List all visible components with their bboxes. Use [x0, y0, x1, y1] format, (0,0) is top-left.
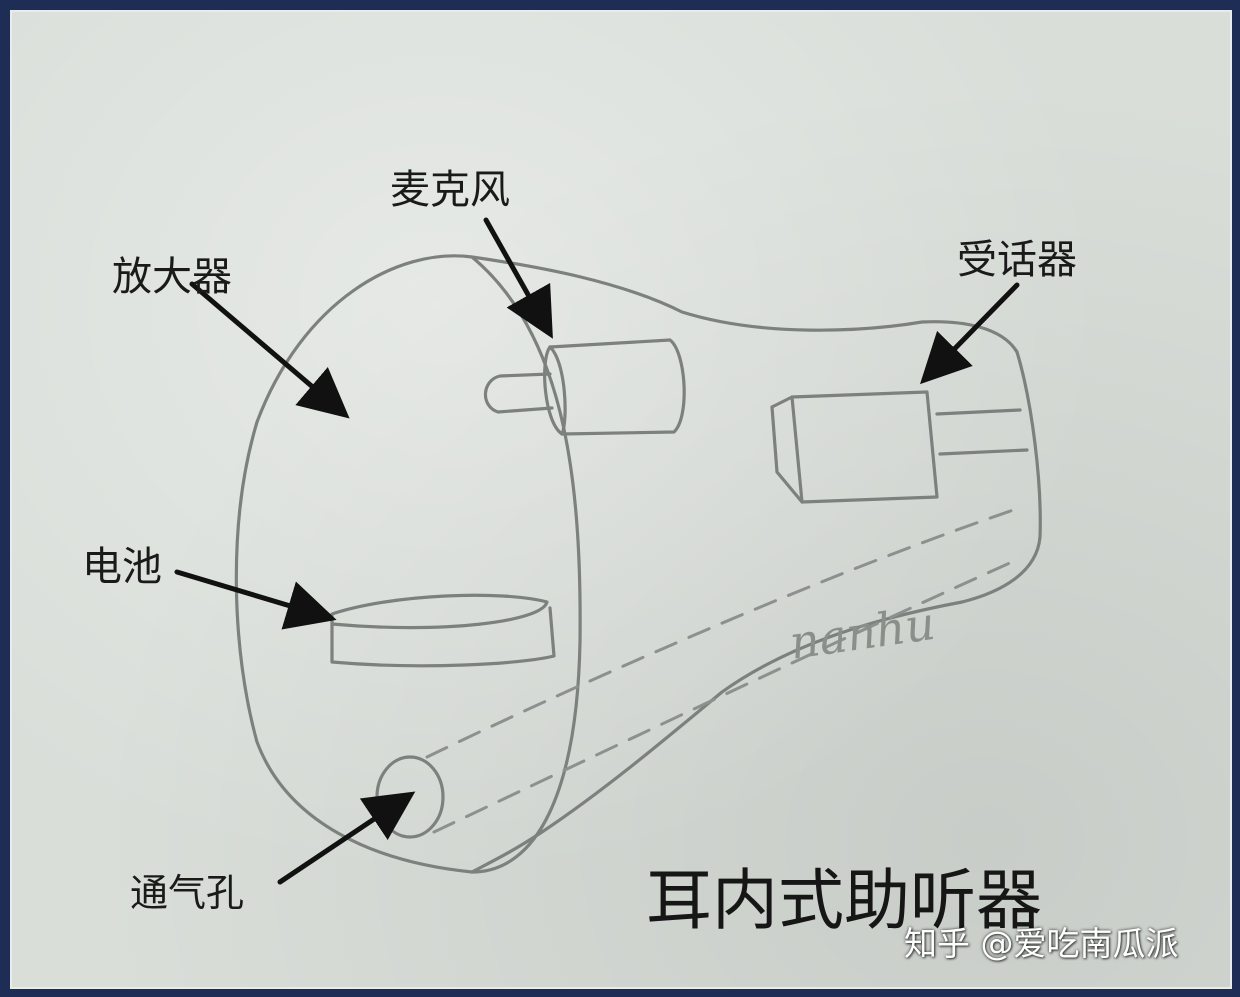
faceplate-outline: [234, 254, 582, 874]
vent-channel-top: [425, 505, 1024, 759]
receiver-tube: [935, 408, 1029, 456]
vent-channel-bottom: [432, 560, 1014, 834]
diagram-frame: 麦克风 放大器 受话器 电池 通气孔 nanhu 耳内式助听器 知乎 @爱吃南瓜…: [10, 10, 1232, 989]
arrow-amplifier: [189, 281, 350, 419]
shell-bottom-edge: [470, 600, 964, 874]
hearing-aid-sketch: [174, 217, 1042, 885]
label-battery: 电池: [82, 544, 162, 590]
label-amplifier: 放大器: [112, 254, 232, 300]
source-watermark: 知乎 @爱吃南瓜派: [904, 924, 1179, 963]
diagram-title: 耳内式助听器: [646, 862, 1042, 939]
arrow-vent: [277, 791, 416, 885]
vent-hole: [375, 755, 445, 839]
label-vent: 通气孔: [130, 871, 245, 915]
arrow-microphone: [483, 217, 553, 339]
battery-part: [330, 593, 556, 668]
label-receiver: 受话器: [957, 237, 1077, 283]
receiver-part: [770, 390, 939, 504]
shell-top-edge: [470, 255, 1019, 354]
arrow-battery: [174, 569, 337, 630]
arrow-receiver: [920, 282, 1020, 385]
paper-background: [12, 12, 1230, 987]
label-microphone: 麦克风: [390, 167, 510, 213]
canal-tip-outline: [960, 350, 1042, 604]
microphone-port: [483, 372, 554, 414]
